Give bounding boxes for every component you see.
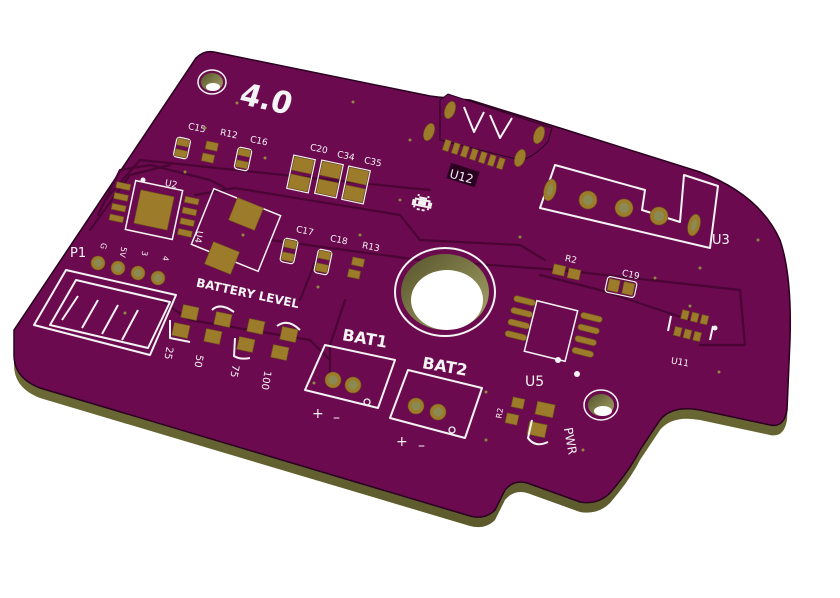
- led-25: 25: [161, 304, 200, 360]
- r12-label: R12: [219, 128, 238, 141]
- vias: [123, 100, 760, 452]
- p1-label: P1: [70, 246, 86, 261]
- p1-header: P1 G 5V 3 4: [33, 242, 177, 356]
- p1-pin-label: 5V: [117, 246, 128, 258]
- u11-ic: U11: [667, 309, 718, 369]
- c18-label: C18: [329, 234, 349, 248]
- mid-caps-group: C17 C18 R13: [279, 225, 380, 280]
- led-50-label: 50: [191, 354, 204, 368]
- c17: C17: [279, 225, 314, 265]
- u12-label: U12: [448, 167, 475, 187]
- u2-ic: U2: [108, 177, 200, 241]
- c35-label: C35: [363, 156, 382, 169]
- u2-label: U2: [164, 179, 178, 191]
- usb-connector-u12: U12: [423, 93, 553, 188]
- led-75: 75: [227, 318, 266, 378]
- traces: [88, 158, 747, 382]
- c16-label: C16: [249, 135, 269, 149]
- pwr-indicator: R2 PWR: [495, 396, 580, 456]
- u3-connector: U3: [539, 164, 730, 249]
- r2-top: R2: [551, 254, 582, 281]
- c34-label: C34: [336, 150, 356, 164]
- p1-pin-label: G: [98, 242, 108, 250]
- r12: R12: [200, 128, 238, 164]
- bat1-connector: BAT1 + –: [304, 325, 396, 426]
- top-caps-group: C15 R12 C16: [173, 122, 269, 172]
- r13: R13: [346, 241, 380, 280]
- bat2-minus: –: [418, 438, 425, 454]
- pwr-label: PWR: [561, 426, 580, 455]
- mounting-hole-top-left: [197, 69, 227, 95]
- c35: C35: [340, 156, 382, 205]
- u3-label: U3: [712, 233, 730, 248]
- c34: C34: [313, 150, 356, 199]
- c15: C15: [173, 122, 206, 160]
- u4-ic: U4: [190, 187, 282, 275]
- u5-ic: U5: [504, 295, 603, 390]
- c20: C20: [285, 143, 329, 194]
- led-100: 100: [258, 321, 301, 391]
- c19-label: C19: [621, 269, 641, 283]
- led-50: 50: [191, 305, 235, 368]
- r2-top-label: R2: [564, 254, 578, 266]
- c16: C16: [233, 135, 269, 172]
- bat2-plus: +: [396, 434, 408, 450]
- space-invader-icon: [411, 193, 433, 212]
- bat1-minus: –: [333, 410, 340, 426]
- u11-label: U11: [670, 356, 690, 369]
- bat1-plus: +: [312, 406, 324, 422]
- pwr-r2-label: R2: [495, 407, 506, 419]
- u5-label: U5: [525, 374, 544, 390]
- c19: C19: [604, 269, 641, 298]
- center-hole: [394, 247, 496, 337]
- r13-label: R13: [361, 241, 380, 254]
- usb-pins: [441, 138, 506, 171]
- c20-label: C20: [309, 143, 329, 157]
- mounting-hole-bottom-right: [583, 389, 619, 421]
- p1-pin-label: 4: [161, 255, 171, 262]
- c17-label: C17: [295, 225, 314, 238]
- p1-pin-label: 3: [140, 250, 150, 257]
- u4-label: U4: [192, 230, 204, 244]
- led-75-label: 75: [227, 364, 240, 378]
- led-100-label: 100: [258, 370, 272, 391]
- led-25-label: 25: [161, 346, 174, 360]
- bulk-caps-group: C20 C34 C35: [285, 143, 382, 205]
- c18: C18: [313, 234, 349, 276]
- c15-label: C15: [187, 122, 206, 135]
